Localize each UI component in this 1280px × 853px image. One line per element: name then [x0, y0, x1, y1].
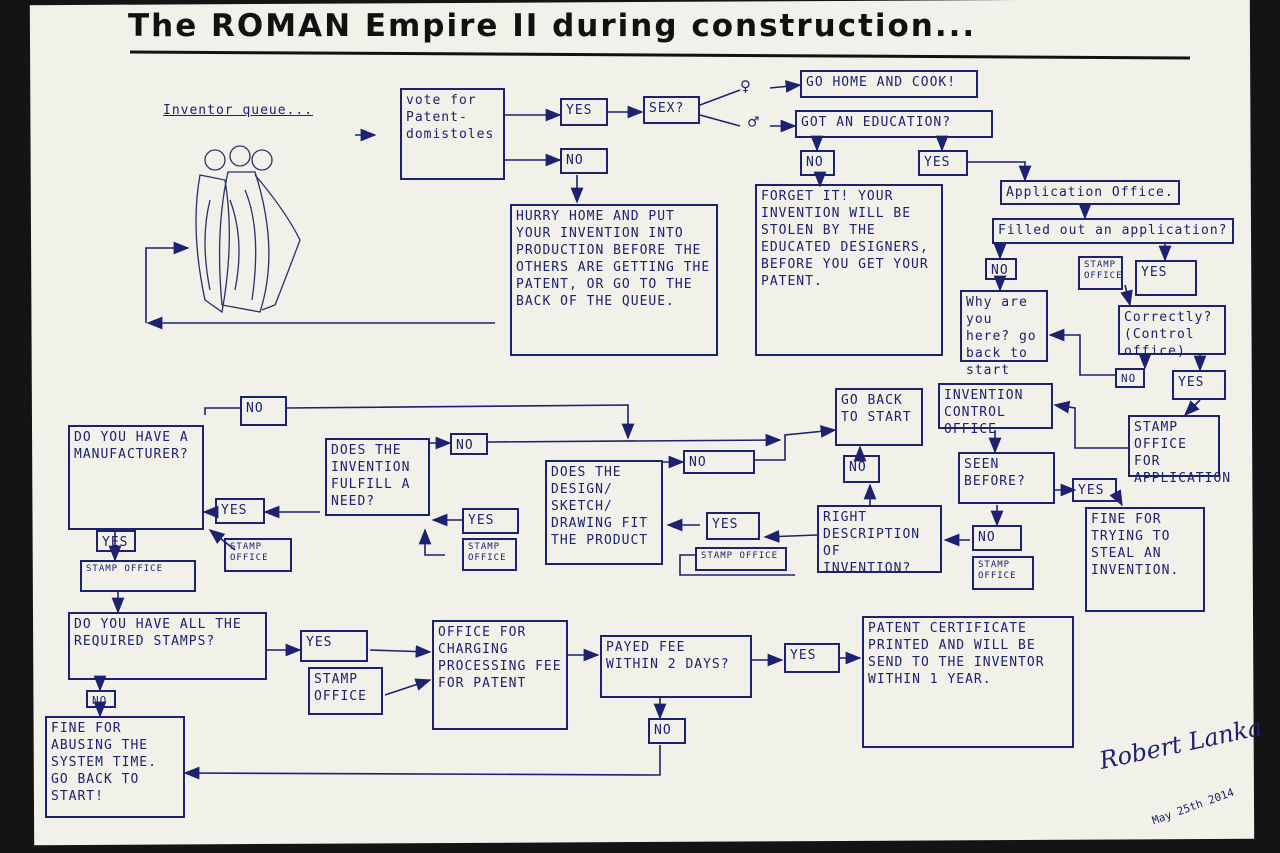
- fulfill-need-box: DOES THE INVENTION FULFILL A NEED?: [325, 438, 430, 516]
- stamp-office-box: STAMP OFFICE: [972, 556, 1034, 590]
- patent-certificate-box: PATENT CERTIFICATE PRINTED AND WILL BE S…: [862, 616, 1074, 748]
- manufacturer-box: DO YOU HAVE A MANUFACTURER?: [68, 425, 204, 530]
- no-box: NO: [1115, 368, 1145, 388]
- fine-steal-box: FINE FOR TRYING TO STEAL AN INVENTION.: [1085, 507, 1205, 612]
- sex-box: SEX?: [643, 96, 700, 124]
- right-description-box: RIGHT DESCRIPTION OF INVENTION?: [817, 505, 942, 576]
- no-box: NO: [843, 455, 880, 483]
- charging-office-box: OFFICE FOR CHARGING PROCESSING FEE FOR P…: [432, 620, 568, 730]
- yes-box: YES: [706, 512, 760, 540]
- education-box: GOT AN EDUCATION?: [795, 110, 993, 138]
- payed-fee-box: PAYED FEE WITHIN 2 DAYS?: [600, 635, 752, 698]
- yes-box: yes: [560, 98, 608, 126]
- no-box: NO: [86, 690, 116, 708]
- correctly-box: Correctly? (Control office): [1118, 305, 1226, 359]
- female-symbol: ♀: [740, 76, 752, 97]
- page-title: The ROMAN Empire II during construction.…: [128, 8, 977, 44]
- no-box: NO: [800, 150, 835, 176]
- invention-control-box: INVENTION CONTROL OFFICE: [938, 383, 1053, 437]
- hurry-home-box: HURRY HOME AND PUT YOUR INVENTION INTO P…: [510, 204, 718, 356]
- yes-box: YES: [215, 498, 265, 524]
- stamp-office-box: STAMP OFFICE: [462, 538, 517, 571]
- vote-box: vote for Patent-domistoles: [400, 88, 505, 180]
- stamp-office-application-box: STAMP OFFICE FOR APPLICATION: [1128, 415, 1230, 486]
- application-office-box: Application Office.: [1000, 180, 1180, 205]
- fine-abuse-box: FINE FOR ABUSING THE SYSTEM TIME. GO BAC…: [45, 716, 185, 818]
- male-symbol: ♂: [748, 112, 760, 133]
- stamp-office-box: STAMP OFFICE: [308, 667, 383, 715]
- yes-box: YES: [1072, 478, 1117, 502]
- filled-application-box: Filled out an application?: [992, 218, 1234, 244]
- forget-it-box: FORGET IT! YOUR INVENTION WILL BE STOLEN…: [755, 184, 943, 356]
- stamp-office-box: STAMP OFFICE: [695, 547, 787, 571]
- go-back-start-box: GO BACK TO START: [835, 388, 923, 446]
- yes-box: YES: [300, 630, 368, 662]
- no-box: NO: [972, 525, 1022, 551]
- yes-box: YES: [1172, 370, 1226, 400]
- yes-box: YES: [918, 150, 968, 176]
- yes-box: YES: [96, 530, 136, 552]
- no-box: NO: [985, 258, 1017, 280]
- yes-box: YES: [462, 508, 519, 534]
- no-box: NO: [648, 718, 686, 744]
- yes-box: YES: [784, 643, 840, 673]
- stamp-office-box: STAMP OFFICE: [1078, 256, 1123, 290]
- no-box: no: [560, 148, 608, 174]
- toga-figures-sketch: [195, 145, 301, 314]
- queue-label: Inventor queue...: [163, 103, 314, 118]
- stamp-office-box: STAMP OFFICE: [224, 538, 292, 572]
- required-stamps-box: DO YOU HAVE ALL THE REQUIRED STAMPS?: [68, 612, 267, 680]
- no-box: NO: [683, 450, 755, 474]
- no-box: NO: [450, 433, 488, 455]
- design-fit-box: DOES THE DESIGN/ SKETCH/ DRAWING FIT THE…: [545, 460, 663, 565]
- home-cook-box: Go HOME AND COOK!: [800, 70, 978, 98]
- no-box: NO: [240, 396, 287, 426]
- yes-box: YES: [1135, 260, 1197, 296]
- seen-before-box: SEEN BEFORE?: [958, 452, 1055, 504]
- why-here-box: Why are you here? go back to start: [960, 290, 1048, 378]
- stamp-office-box: STAMP OFFICE: [80, 560, 196, 592]
